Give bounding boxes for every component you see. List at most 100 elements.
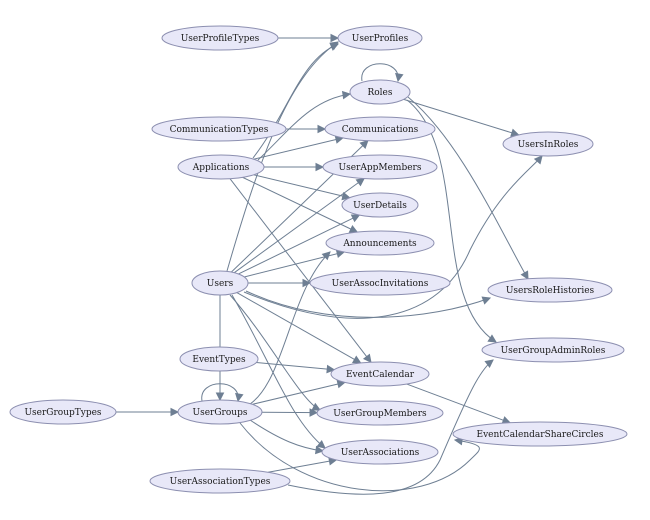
node-event-calendar-share-circles-ellipse[interactable]: [452, 421, 628, 447]
node-user-profile-types-label: UserProfileTypes: [181, 34, 260, 44]
node-announcements-ellipse[interactable]: [325, 230, 435, 256]
node-layer: UserProfileTypes UserProfilesRolesCommuni…: [9, 25, 628, 494]
node-event-calendar-share-circles-label: EventCalendarShareCircles: [477, 430, 604, 440]
edge-applications-to-user-app-members-arrowhead: [315, 162, 325, 172]
node-users-role-histories-label: UsersRoleHistories: [506, 286, 595, 296]
node-communications-label: Communications: [342, 125, 419, 135]
node-users-role-histories-ellipse[interactable]: [487, 277, 613, 303]
edge-users-to-communications-arrowhead: [359, 139, 369, 150]
node-user-associations[interactable]: UserAssociations: [321, 439, 439, 465]
node-user-groups-ellipse[interactable]: [177, 399, 263, 425]
edge-applications-to-user-details: [253, 174, 350, 199]
node-event-calendar-ellipse[interactable]: [330, 361, 430, 387]
node-applications-ellipse[interactable]: [177, 154, 265, 180]
edge-event-types-to-event-calendar: [256, 361, 335, 371]
node-applications[interactable]: Applications: [177, 154, 265, 180]
node-user-groups-label: UserGroups: [193, 408, 248, 418]
edge-roles-to-roles: [361, 63, 399, 82]
node-communication-types-label: CommunicationTypes: [170, 125, 269, 135]
node-users-in-roles[interactable]: UsersInRoles: [502, 131, 594, 157]
node-users-in-roles-ellipse[interactable]: [502, 131, 594, 157]
node-user-assoc-invitations-label: UserAssocInvitations: [332, 279, 429, 289]
node-user-details-ellipse[interactable]: [341, 192, 419, 218]
edge-user-association-types-to-user-group-admin-roles-arrowhead: [484, 359, 494, 368]
node-user-group-members-label: UserGroupMembers: [333, 409, 427, 419]
edge-communication-types-to-communications-arrowhead: [317, 124, 327, 134]
edge-user-groups-to-announcements-arrowhead: [321, 251, 331, 261]
edge-users-to-users-in-roles: [243, 155, 543, 319]
node-user-details[interactable]: UserDetails: [341, 192, 419, 218]
node-users[interactable]: Users: [191, 270, 249, 296]
node-user-association-types[interactable]: UserAssociationTypes: [149, 468, 291, 494]
node-event-calendar[interactable]: EventCalendar: [330, 361, 430, 387]
edge-users-to-event-calendar-arrowhead: [351, 355, 362, 364]
edge-roles-to-roles-arrowhead: [395, 72, 404, 83]
node-user-group-members[interactable]: UserGroupMembers: [316, 400, 444, 426]
edge-user-groups-to-announcements: [249, 251, 331, 405]
node-user-associations-ellipse[interactable]: [321, 439, 439, 465]
node-users-in-roles-label: UsersInRoles: [518, 140, 579, 150]
edge-user-groups-to-user-groups-arrowhead: [235, 392, 244, 403]
node-user-app-members-label: UserAppMembers: [339, 163, 422, 173]
node-event-types-ellipse[interactable]: [179, 346, 259, 372]
edge-applications-to-user-profiles: [252, 43, 339, 159]
node-communications[interactable]: Communications: [324, 116, 436, 142]
node-user-group-members-ellipse[interactable]: [316, 400, 444, 426]
node-user-profiles-ellipse[interactable]: [337, 25, 423, 51]
node-user-group-types-ellipse[interactable]: [9, 399, 117, 425]
node-applications-label: Applications: [192, 163, 250, 173]
edge-applications-to-communications: [253, 137, 344, 160]
edge-applications-to-event-calendar: [229, 178, 372, 363]
edge-applications-to-event-calendar-arrowhead: [362, 353, 372, 364]
node-user-group-admin-roles-ellipse[interactable]: [481, 337, 625, 363]
node-user-profile-types[interactable]: UserProfileTypes: [161, 25, 279, 51]
edge-users-to-user-app-members-arrowhead: [355, 177, 366, 187]
edge-users-to-users-in-roles-arrowhead: [533, 155, 543, 165]
node-user-profiles[interactable]: UserProfiles: [337, 25, 423, 51]
edge-user-groups-to-event-calendar-share-circles: [239, 422, 480, 492]
node-event-calendar-label: EventCalendar: [346, 370, 415, 380]
edge-roles-to-user-group-admin-roles-arrowhead: [487, 334, 497, 343]
node-user-group-types-label: UserGroupTypes: [24, 408, 101, 418]
edge-users-to-user-profiles-arrowhead: [329, 41, 339, 50]
node-user-association-types-label: UserAssociationTypes: [170, 477, 271, 487]
node-user-profile-types-ellipse[interactable]: [161, 25, 279, 51]
edge-users-to-user-associations: [231, 294, 326, 449]
node-user-group-admin-roles-label: UserGroupAdminRoles: [501, 346, 606, 356]
node-announcements[interactable]: Announcements: [325, 230, 435, 256]
node-user-app-members[interactable]: UserAppMembers: [322, 154, 438, 180]
node-users-role-histories[interactable]: UsersRoleHistories: [487, 277, 613, 303]
node-roles[interactable]: Roles: [349, 79, 411, 105]
node-event-types-label: EventTypes: [192, 355, 246, 365]
edge-users-to-user-app-members: [233, 178, 365, 274]
edge-applications-to-announcements-arrowhead: [348, 224, 359, 233]
edge-applications-to-roles: [257, 93, 351, 161]
node-communications-ellipse[interactable]: [324, 116, 436, 142]
edge-users-to-user-associations-arrowhead: [316, 439, 326, 449]
node-roles-label: Roles: [367, 88, 392, 98]
node-user-associations-label: UserAssociations: [341, 448, 420, 458]
node-communication-types-ellipse[interactable]: [151, 116, 287, 142]
node-user-assoc-invitations[interactable]: UserAssocInvitations: [309, 270, 451, 296]
node-user-groups[interactable]: UserGroups: [177, 399, 263, 425]
node-event-calendar-share-circles[interactable]: EventCalendarShareCircles: [452, 421, 628, 447]
edge-users-to-user-assoc-invitations-arrowhead: [302, 278, 312, 288]
node-user-group-types[interactable]: UserGroupTypes: [9, 399, 117, 425]
edge-user-group-types-to-user-groups-arrowhead: [170, 407, 180, 417]
node-event-types[interactable]: EventTypes: [179, 346, 259, 372]
edge-event-calendar-to-event-calendar-share-circles: [406, 383, 511, 424]
edge-users-to-announcements: [244, 251, 345, 278]
edge-users-to-user-details-arrowhead: [350, 214, 361, 223]
node-roles-ellipse[interactable]: [349, 79, 411, 105]
node-users-ellipse[interactable]: [191, 270, 249, 296]
node-user-app-members-ellipse[interactable]: [322, 154, 438, 180]
node-user-association-types-ellipse[interactable]: [149, 468, 291, 494]
edge-roles-to-users-role-histories: [407, 96, 529, 280]
edge-roles-to-users-role-histories-arrowhead: [520, 270, 529, 280]
node-user-details-label: UserDetails: [353, 201, 407, 211]
node-user-group-admin-roles[interactable]: UserGroupAdminRoles: [481, 337, 625, 363]
node-communication-types[interactable]: CommunicationTypes: [151, 116, 287, 142]
node-user-assoc-invitations-ellipse[interactable]: [309, 270, 451, 296]
edge-users-to-users-role-histories: [245, 290, 491, 318]
